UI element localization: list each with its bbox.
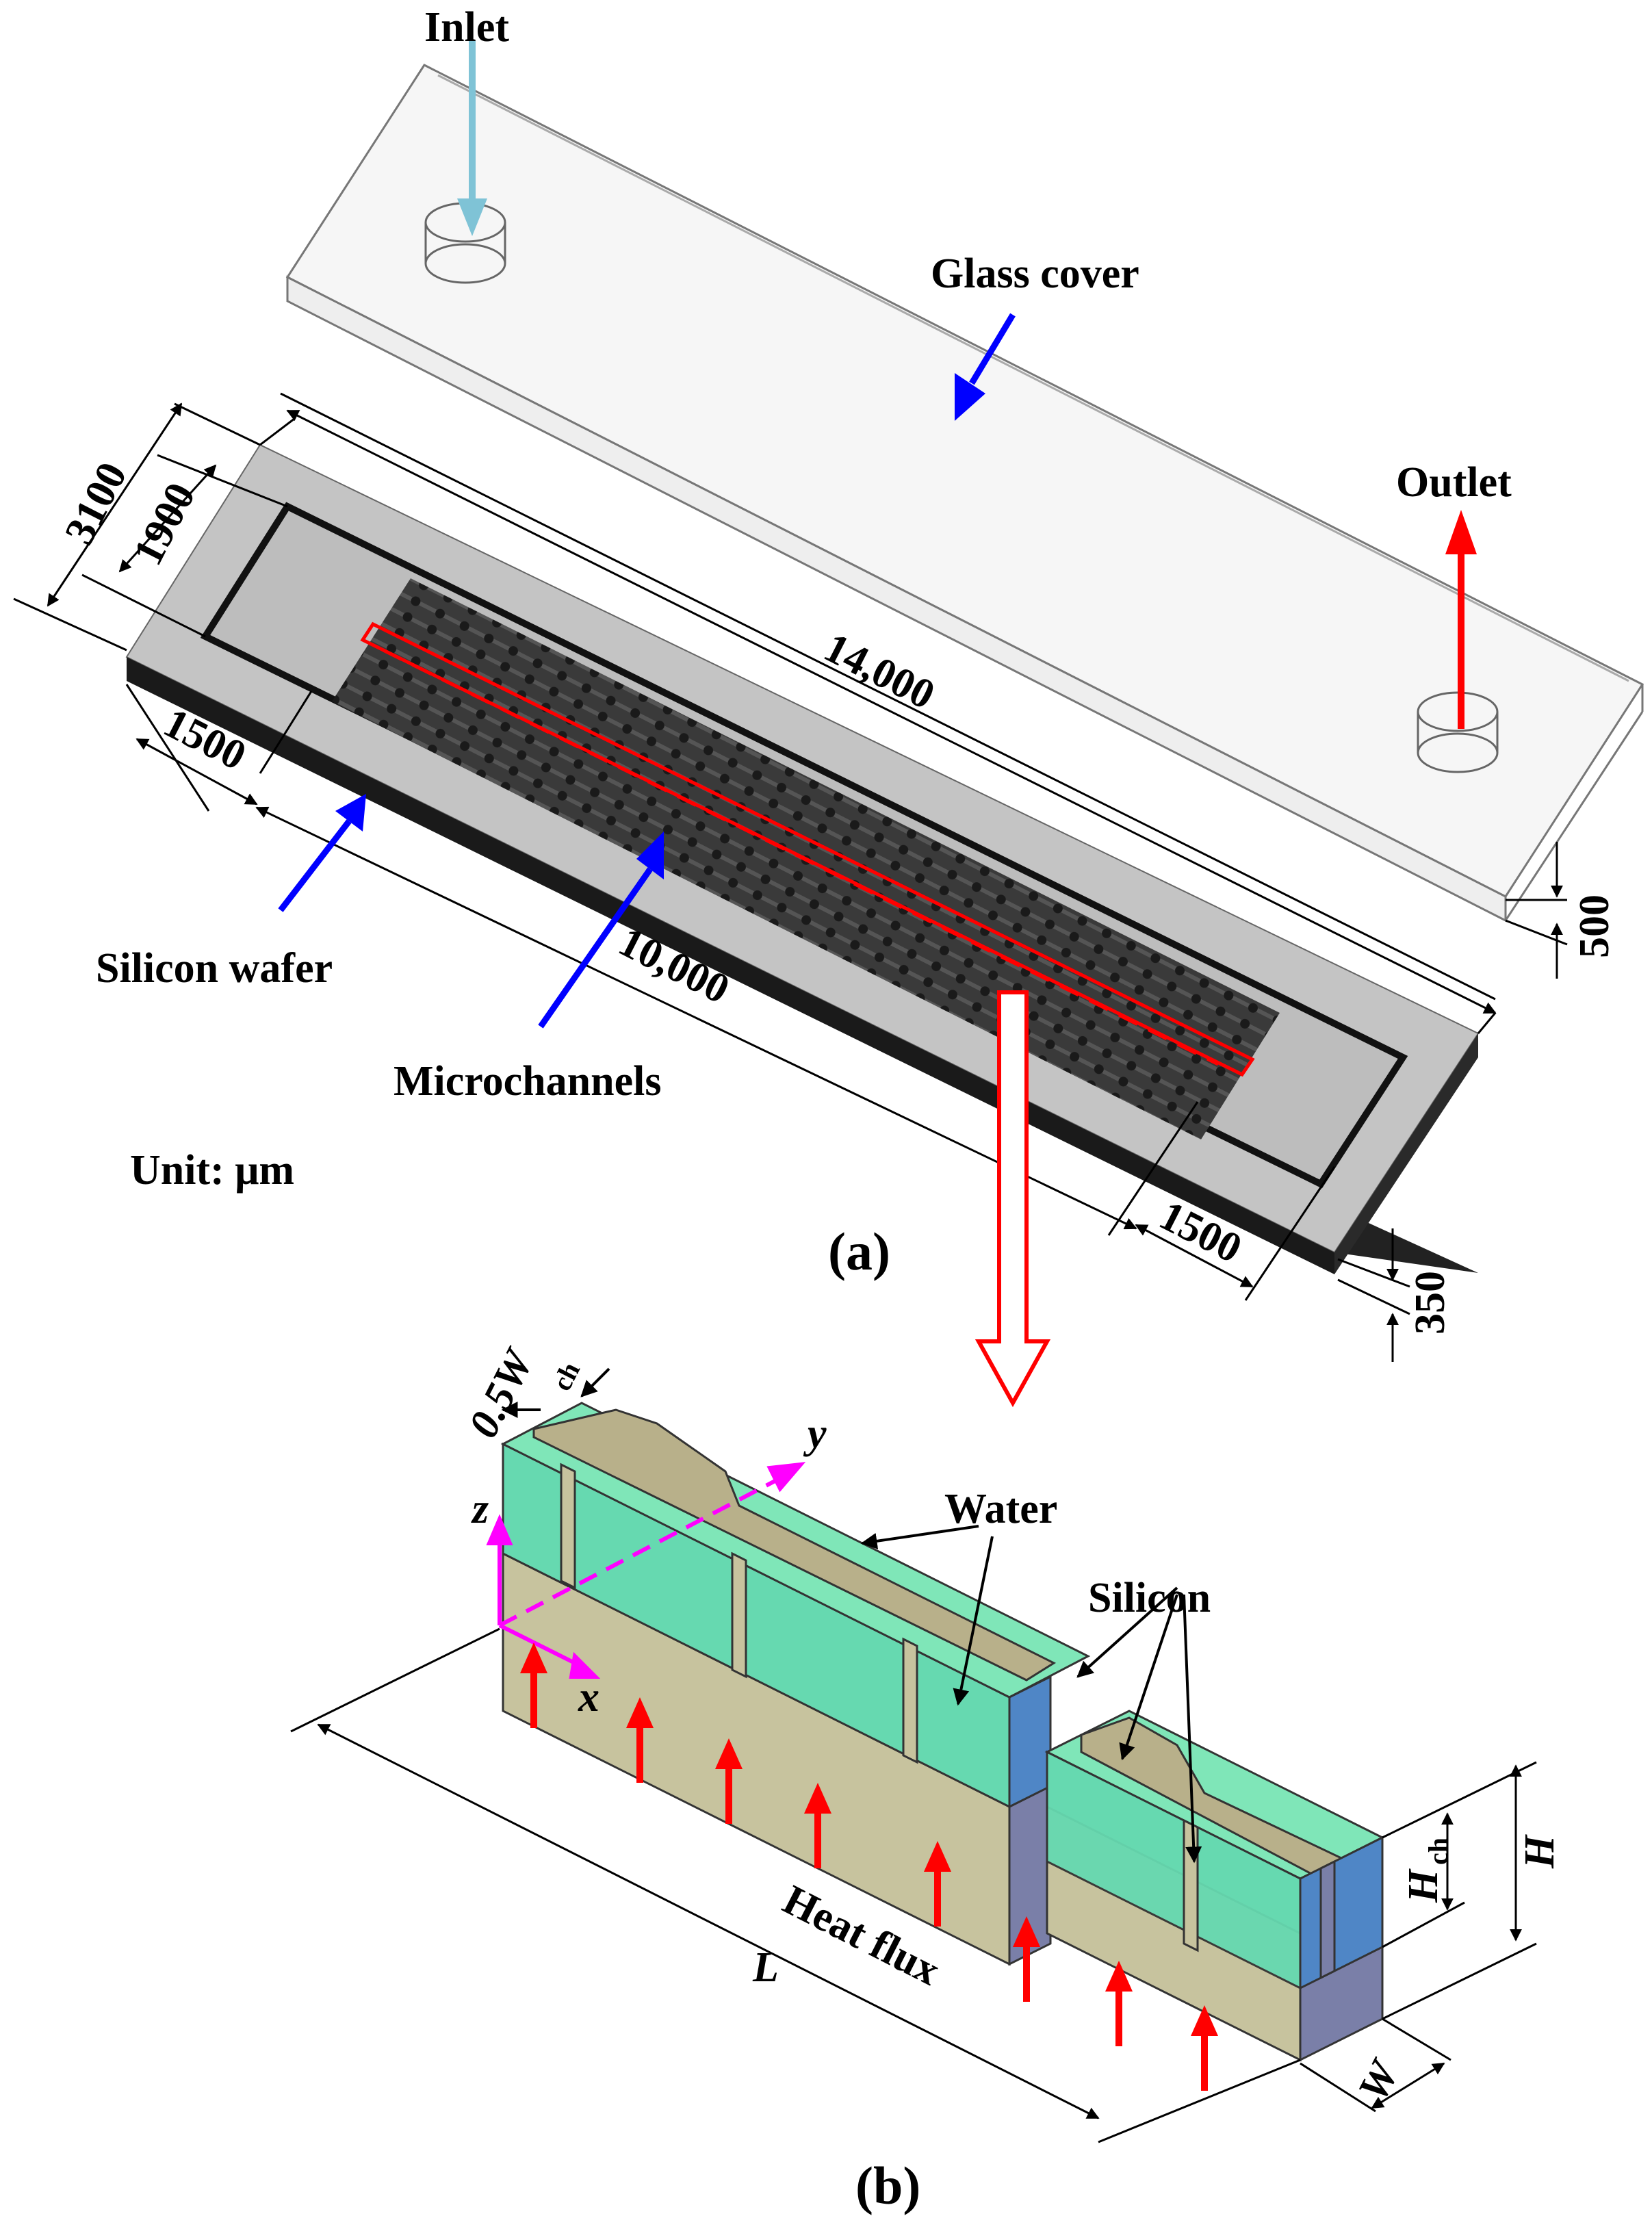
dim-3100: 3100 — [56, 455, 136, 552]
silicon-wafer-label: Silicon wafer — [96, 945, 333, 992]
inlet-arrow — [457, 41, 487, 236]
axis-y-label: y — [803, 1410, 827, 1457]
Hch-sub-label: ch — [1423, 1838, 1454, 1865]
microchannels-label: Microchannels — [393, 1058, 662, 1105]
dim-350: 350 — [1407, 1271, 1454, 1335]
dim-14000: 14,000 — [817, 624, 942, 719]
silicon-label: Silicon — [1088, 1575, 1211, 1621]
Hch-label: H — [1400, 1868, 1447, 1903]
inlet-label: Inlet — [424, 4, 509, 51]
silicon-wafer-arrow — [278, 794, 366, 912]
microchannels-arrow — [538, 832, 664, 1029]
outlet-label: Outlet — [1396, 459, 1512, 506]
axis-x-label: x — [578, 1674, 599, 1721]
axis-z-label: z — [471, 1486, 489, 1532]
panel-a-label: (a) — [828, 1222, 890, 1281]
dim-500: 500 — [1571, 894, 1618, 958]
L-label: L — [752, 1944, 779, 1991]
outlet-arrow — [1445, 510, 1477, 729]
pointer-arrows-b — [501, 1367, 1202, 1864]
H-label: H — [1517, 1834, 1563, 1869]
glass-cover-arrow — [955, 313, 1016, 421]
water-label: Water — [944, 1486, 1057, 1532]
unit-label: Unit: μm — [130, 1147, 294, 1194]
panel-b-label: (b) — [855, 2156, 920, 2215]
glass-cover-label: Glass cover — [931, 250, 1139, 297]
axes — [486, 1462, 806, 1679]
dimension-lines-a — [13, 392, 1568, 1362]
dimension-lines-b — [290, 1627, 1537, 2143]
width-sub-label: ch — [546, 1357, 586, 1395]
zoom-arrow — [975, 990, 1051, 1408]
short-channel-block — [1044, 1710, 1385, 2062]
